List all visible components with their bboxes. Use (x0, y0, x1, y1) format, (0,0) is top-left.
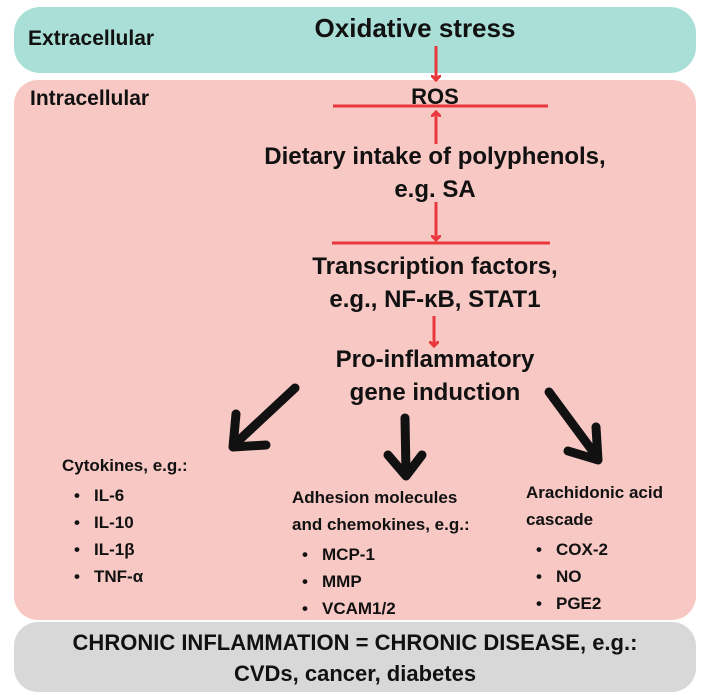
arrow-to-adhesion (383, 413, 427, 481)
list-item: IL-10 (74, 509, 188, 536)
list-item: MMP (302, 568, 470, 595)
extracellular-panel (14, 7, 696, 73)
list-item: MCP-1 (302, 541, 470, 568)
cytokines-branch: Cytokines, e.g.: IL-6 IL-10 IL-1β TNF-α (62, 452, 188, 590)
transcription-line-2: e.g., NF-κB, STAT1 (329, 286, 541, 313)
gene-line-2: gene induction (349, 379, 521, 406)
outcome-line-1: CHRONIC INFLAMMATION = CHRONIC DISEASE, … (72, 630, 638, 655)
list-item: COX-2 (536, 536, 663, 563)
arrow-to-cytokines (228, 383, 300, 452)
gene-induction-node: Pro-inflammatory gene induction (215, 343, 655, 409)
polyphenols-node: Dietary intake of polyphenols, e.g. SA (215, 140, 655, 206)
oxidative-stress-node: Oxidative stress (314, 13, 516, 43)
gene-line-1: Pro-inflammatory (335, 346, 535, 373)
intracellular-label: Intracellular (30, 87, 150, 110)
list-item: IL-6 (74, 482, 188, 509)
list-item: IL-1β (74, 536, 188, 563)
outcome-text: CHRONIC INFLAMMATION = CHRONIC DISEASE, … (14, 627, 696, 689)
list-item: TNF-α (74, 563, 188, 590)
transcription-line-1: Transcription factors, (312, 253, 558, 280)
arachidonic-title-line-1: Arachidonic acid (526, 483, 663, 502)
transcription-factors-node: Transcription factors, e.g., NF-κB, STAT… (215, 250, 655, 316)
arachidonic-branch: Arachidonic acid cascade COX-2 NO PGE2 (526, 479, 663, 617)
adhesion-title-line-2: and chemokines, e.g.: (292, 515, 470, 534)
adhesion-branch: Adhesion molecules and chemokines, e.g.:… (292, 484, 470, 622)
arrow-to-arachidonic (544, 387, 603, 465)
polyphenols-line-2: e.g. SA (394, 176, 476, 203)
adhesion-list: MCP-1 MMP VCAM1/2 (302, 541, 470, 622)
adhesion-title-line-1: Adhesion molecules (292, 488, 458, 507)
list-item: VCAM1/2 (302, 595, 470, 622)
outcome-line-2: CVDs, cancer, diabetes (233, 661, 477, 686)
arachidonic-list: COX-2 NO PGE2 (536, 536, 663, 617)
list-item: NO (536, 563, 663, 590)
arachidonic-title-line-2: cascade (526, 510, 594, 529)
cytokines-list: IL-6 IL-10 IL-1β TNF-α (74, 482, 188, 590)
polyphenols-line-1: Dietary intake of polyphenols, (264, 143, 606, 170)
cytokines-title: Cytokines, e.g.: (62, 456, 188, 475)
extracellular-label: Extracellular (28, 27, 155, 50)
outcome-panel (14, 622, 696, 692)
list-item: PGE2 (536, 590, 663, 617)
